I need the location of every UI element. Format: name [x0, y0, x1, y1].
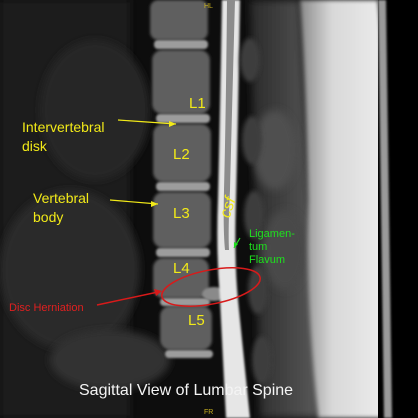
vertebra-label-l5: L5 — [188, 312, 205, 329]
ligamentum-flavum-label: Ligamen- tum Flavum — [249, 228, 295, 266]
bottom-orientation-marker: FR — [204, 409, 214, 416]
top-orientation-marker: HL — [204, 3, 213, 10]
vertebra-label-l3: L3 — [173, 205, 190, 222]
disc-herniation-label: Disc Herniation — [9, 302, 84, 314]
image-caption: Sagittal View of Lumbar Spine — [79, 382, 294, 399]
vertebral-body-label: Vertebral body — [33, 190, 90, 225]
vertebra-label-l4: L4 — [173, 260, 190, 277]
vertebra-label-l1: L1 — [189, 95, 206, 112]
intervertebral-disk-label: Intervertebral disk — [22, 119, 105, 154]
vertebra-label-l2: L2 — [173, 146, 190, 163]
